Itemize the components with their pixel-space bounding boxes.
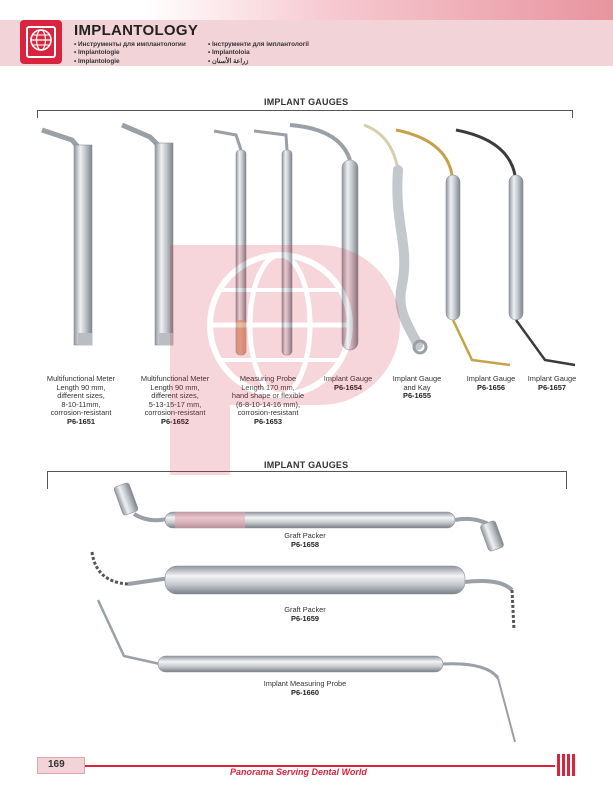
caption-line: Multifunctional Meter <box>46 374 116 383</box>
product-code: P6-1657 <box>538 382 566 392</box>
page-title: IMPLANTOLOGY <box>74 22 199 39</box>
caption-p6-1652: Multifunctional Meter Length 90 mm, diff… <box>128 374 222 427</box>
footer-divider <box>37 765 555 767</box>
product-code: P6-1658 <box>291 539 319 549</box>
language-item: Інструменти для імплантології <box>208 41 309 49</box>
caption-p6-1654: Implant Gauge P6-1654 <box>316 374 380 393</box>
caption-p6-1659: Graft Packer P6-1659 <box>255 605 355 623</box>
caption-p6-1653: Measuring Probe Length 170 mm, hand shap… <box>222 374 314 427</box>
product-code: P6-1652 <box>128 417 222 427</box>
caption-line: Length 170 mm, <box>222 383 314 393</box>
caption-line: corrosion-resistant <box>50 408 112 418</box>
section-bracket-bottom <box>47 471 567 489</box>
section-bracket-top <box>37 110 573 118</box>
caption-line: and Kay <box>403 382 431 392</box>
language-item: Implantoloia <box>208 49 309 57</box>
product-code: P6-1653 <box>254 416 282 426</box>
globe-logo-icon <box>26 26 56 58</box>
caption-line: (6-8-10-14-16 mm), <box>222 400 314 410</box>
language-list-right: Інструменти для імплантології Implantolo… <box>208 41 309 66</box>
instrument-p6-1656 <box>395 128 511 367</box>
language-item: Инструменты для имплантологии <box>74 41 186 49</box>
caption-line: corrosion-resistant <box>237 408 299 418</box>
product-code: P6-1660 <box>291 687 319 697</box>
caption-line: Implant Gauge <box>316 374 380 384</box>
caption-line: 8-10-11mm, <box>61 399 101 409</box>
page-number-box <box>37 757 85 774</box>
caption-p6-1660: Implant Measuring Probe P6-1660 <box>240 679 370 697</box>
language-list-left: Инструменты для имплантологии Implantolo… <box>74 41 186 66</box>
caption-line: Implant Gauge <box>466 374 516 383</box>
caption-line: Graft Packer <box>284 531 326 540</box>
product-code: P6-1651 <box>67 416 95 426</box>
footer-tagline: Panorama Serving Dental World <box>230 767 367 777</box>
header-gradient-stripe <box>143 0 613 20</box>
caption-line: different sizes, <box>151 391 199 401</box>
instrument-illustrations-bottom <box>90 482 516 743</box>
caption-line: different sizes, <box>57 391 105 401</box>
caption-p6-1651: Multifunctional Meter Length 90 mm, diff… <box>38 374 124 427</box>
caption-line: Implant Measuring Probe <box>263 679 347 688</box>
caption-line: 5-13-15-17 mm, <box>148 399 202 409</box>
instrument-p6-1658 <box>113 482 504 552</box>
product-code: P6-1656 <box>477 382 505 392</box>
instrument-p6-1654 <box>289 123 359 351</box>
instrument-p6-1652 <box>121 122 174 346</box>
caption-line: Implant Gauge <box>527 374 577 383</box>
section-title-bottom: IMPLANT GAUGES <box>264 460 349 470</box>
footer-bars-icon <box>557 754 575 776</box>
caption-line: hand shape or flexible <box>222 392 314 401</box>
caption-line: Length 90 mm, <box>56 382 106 392</box>
instrument-p6-1660 <box>96 599 516 743</box>
instrument-p6-1657 <box>455 128 576 367</box>
language-item: زراعة الأسنان <box>208 58 309 66</box>
caption-p6-1656: Implant Gauge P6-1656 <box>459 374 523 392</box>
caption-line: Multifunctional Meter <box>140 374 209 383</box>
caption-line: Length 90 mm, <box>150 382 199 392</box>
product-code: P6-1659 <box>291 613 319 623</box>
watermark-logo-icon <box>170 245 400 475</box>
caption-line: Measuring Probe <box>222 374 314 384</box>
caption-p6-1655: Implant Gauge and Kay P6-1655 <box>384 374 450 401</box>
caption-line: Implant Gauge <box>392 374 442 383</box>
instrument-p6-1651 <box>41 127 93 346</box>
page-number: 169 <box>48 759 65 770</box>
instrument-p6-1653 <box>213 129 293 356</box>
instrument-p6-1659 <box>90 551 516 631</box>
instrument-p6-1655 <box>363 123 428 355</box>
page-header: IMPLANTOLOGY Инструменты для имплантолог… <box>0 0 613 70</box>
language-item: Implantologie <box>74 49 186 57</box>
language-item: Implantologie <box>74 58 186 66</box>
brand-logo <box>20 20 62 64</box>
section-title-top: IMPLANT GAUGES <box>264 97 349 107</box>
caption-line: corrosion-resistant <box>128 409 222 418</box>
product-code: P6-1655 <box>403 391 431 401</box>
caption-p6-1657: Implant Gauge P6-1657 <box>520 374 584 392</box>
product-code: P6-1654 <box>316 383 380 393</box>
caption-p6-1658: Graft Packer P6-1658 <box>255 531 355 549</box>
instrument-illustrations-top <box>41 122 576 367</box>
caption-line: Graft Packer <box>284 605 326 614</box>
